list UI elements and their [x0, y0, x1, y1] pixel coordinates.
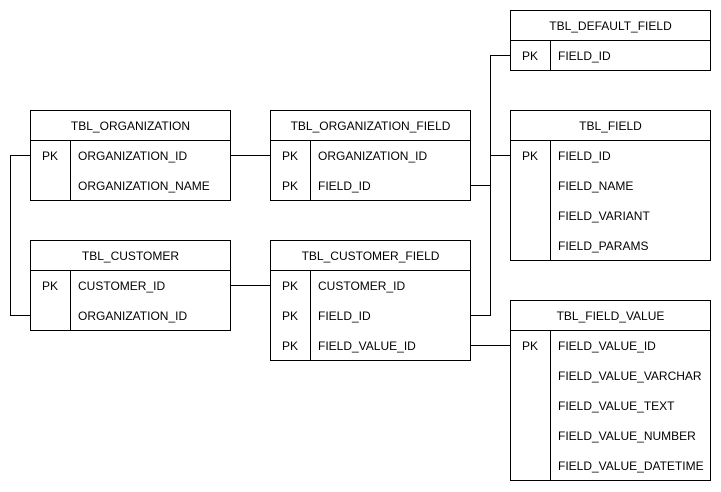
- field-name: CUSTOMER_ID: [318, 279, 406, 293]
- table-row: PK ORGANIZATION_ID: [271, 141, 470, 171]
- table-field: TBL_FIELD PK FIELD_ID FIELD_NAME FIELD_V…: [510, 110, 711, 261]
- table-row: ORGANIZATION_ID: [31, 301, 230, 331]
- column-divider: [310, 271, 311, 361]
- table-row: PK FIELD_VALUE_ID: [271, 331, 470, 361]
- field-name: FIELD_ID: [318, 309, 371, 323]
- field-name: FIELD_VALUE_VARCHAR: [558, 369, 702, 383]
- field-name: FIELD_VALUE_DATETIME: [558, 459, 704, 473]
- field-name: FIELD_VALUE_ID: [318, 339, 416, 353]
- table-default-field: TBL_DEFAULT_FIELD PK FIELD_ID: [510, 10, 711, 71]
- table-title: TBL_ORGANIZATION_FIELD: [271, 111, 470, 141]
- table-row: PK CUSTOMER_ID: [31, 271, 230, 301]
- field-name: FIELD_ID: [318, 179, 371, 193]
- table-row: PK FIELD_VALUE_ID: [511, 331, 710, 361]
- table-customer: TBL_CUSTOMER PK CUSTOMER_ID ORGANIZATION…: [30, 240, 231, 331]
- key-label: PK: [282, 179, 299, 193]
- table-body: PK CUSTOMER_ID ORGANIZATION_ID: [31, 271, 230, 331]
- table-organization: TBL_ORGANIZATION PK ORGANIZATION_ID ORGA…: [30, 110, 231, 201]
- key-label: PK: [42, 279, 59, 293]
- connector-organization-to-customer: [10, 155, 30, 316]
- column-divider: [310, 141, 311, 201]
- column-divider: [550, 41, 551, 71]
- table-title: TBL_FIELD: [511, 111, 710, 141]
- table-body: PK ORGANIZATION_ID PK FIELD_ID: [271, 141, 470, 201]
- table-title: TBL_CUSTOMER: [31, 241, 230, 271]
- table-row: FIELD_VALUE_VARCHAR: [511, 361, 710, 391]
- key-label: PK: [42, 149, 59, 163]
- column-divider: [550, 331, 551, 481]
- field-name: ORGANIZATION_ID: [318, 149, 428, 163]
- table-row: FIELD_NAME: [511, 171, 710, 201]
- table-title: TBL_FIELD_VALUE: [511, 301, 710, 331]
- field-name: FIELD_VARIANT: [558, 209, 650, 223]
- table-customer-field: TBL_CUSTOMER_FIELD PK CUSTOMER_ID PK FIE…: [270, 240, 471, 361]
- table-field-value: TBL_FIELD_VALUE PK FIELD_VALUE_ID FIELD_…: [510, 300, 711, 481]
- table-title: TBL_DEFAULT_FIELD: [511, 11, 710, 41]
- table-body: PK ORGANIZATION_ID ORGANIZATION_NAME: [31, 141, 230, 201]
- field-name: FIELD_ID: [558, 149, 611, 163]
- table-title: TBL_CUSTOMER_FIELD: [271, 241, 470, 271]
- connector-field-to-field-links: [471, 155, 510, 316]
- column-divider: [70, 271, 71, 331]
- table-row: FIELD_VALUE_TEXT: [511, 391, 710, 421]
- field-name: ORGANIZATION_ID: [78, 309, 188, 323]
- table-body: PK FIELD_ID: [511, 41, 710, 71]
- field-name: FIELD_NAME: [558, 179, 634, 193]
- column-divider: [70, 141, 71, 201]
- table-row: FIELD_VARIANT: [511, 201, 710, 231]
- key-label: PK: [282, 279, 299, 293]
- field-name: FIELD_VALUE_TEXT: [558, 399, 675, 413]
- table-body: PK CUSTOMER_ID PK FIELD_ID PK FIELD_VALU…: [271, 271, 470, 361]
- key-label: PK: [522, 339, 539, 353]
- table-row: ORGANIZATION_NAME: [31, 171, 230, 201]
- table-organization-field: TBL_ORGANIZATION_FIELD PK ORGANIZATION_I…: [270, 110, 471, 201]
- field-name: CUSTOMER_ID: [78, 279, 166, 293]
- field-name: ORGANIZATION_NAME: [78, 179, 210, 193]
- table-body: PK FIELD_ID FIELD_NAME FIELD_VARIANT FIE…: [511, 141, 710, 261]
- key-label: PK: [282, 309, 299, 323]
- table-title: TBL_ORGANIZATION: [31, 111, 230, 141]
- table-row: FIELD_PARAMS: [511, 231, 710, 261]
- column-divider: [550, 141, 551, 261]
- table-body: PK FIELD_VALUE_ID FIELD_VALUE_VARCHAR FI…: [511, 331, 710, 481]
- field-name: FIELD_ID: [558, 49, 611, 63]
- connector-default-field-to-organization-field: [471, 55, 510, 186]
- table-row: PK FIELD_ID: [271, 171, 470, 201]
- table-row: FIELD_VALUE_NUMBER: [511, 421, 710, 451]
- key-label: PK: [282, 149, 299, 163]
- table-row: FIELD_VALUE_DATETIME: [511, 451, 710, 481]
- table-row: PK CUSTOMER_ID: [271, 271, 470, 301]
- table-row: PK FIELD_ID: [271, 301, 470, 331]
- field-name: FIELD_VALUE_NUMBER: [558, 429, 696, 443]
- field-name: FIELD_VALUE_ID: [558, 339, 656, 353]
- field-name: FIELD_PARAMS: [558, 239, 649, 253]
- key-label: PK: [282, 339, 299, 353]
- table-row: PK FIELD_ID: [511, 141, 710, 171]
- table-row: PK ORGANIZATION_ID: [31, 141, 230, 171]
- field-name: ORGANIZATION_ID: [78, 149, 188, 163]
- key-label: PK: [522, 49, 539, 63]
- key-label: PK: [522, 149, 539, 163]
- table-row: PK FIELD_ID: [511, 41, 710, 71]
